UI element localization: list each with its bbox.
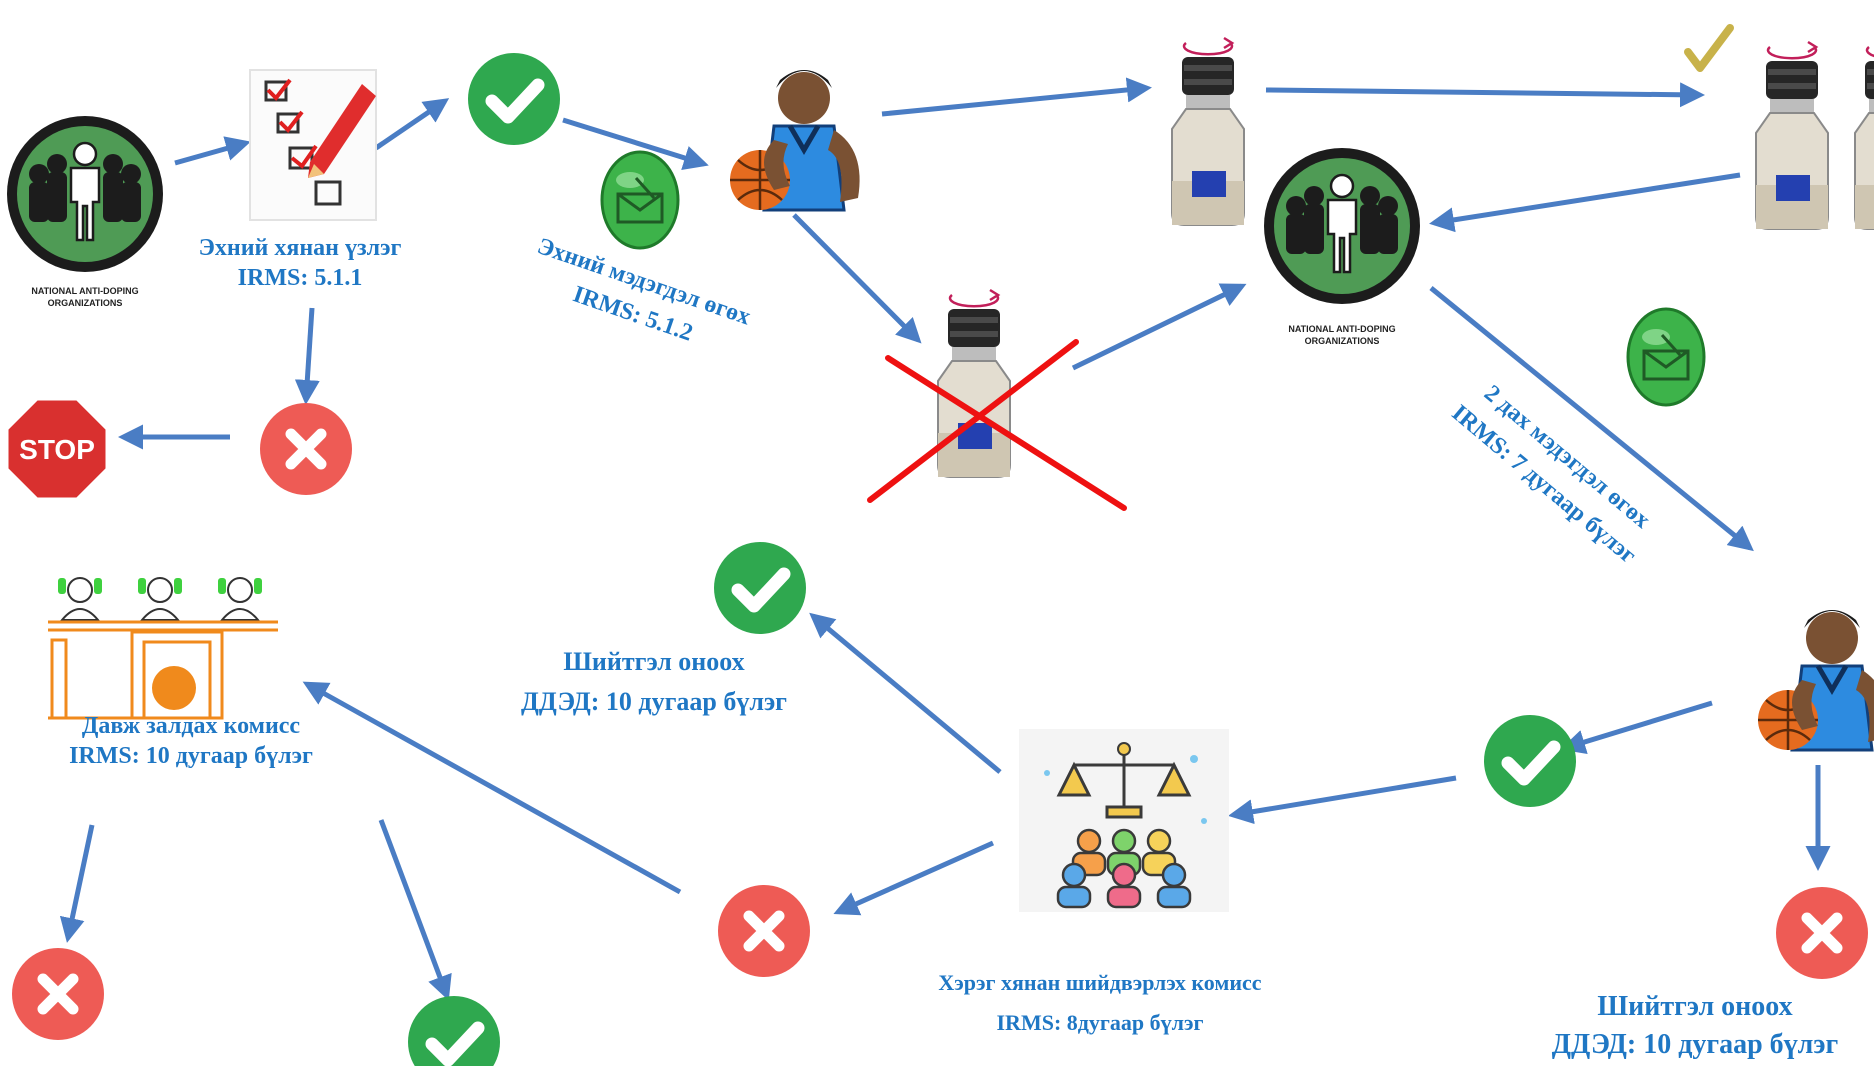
svg-text:NATIONAL ANTI-DOPING: NATIONAL ANTI-DOPING (1288, 324, 1395, 334)
label-appeal: Давж залдах комисс IRMS: 10 дугаар бүлэг (36, 711, 346, 771)
arrow-checklist-to-cross (294, 307, 320, 405)
label-second-notice: 2 дах мэдэгдэл өгөх IRMS: 7 дугаар бүлэг (1447, 380, 1655, 569)
label-hearing: Хэрэг хянан шийдвэрлэх комисс IRMS: 8дуг… (900, 963, 1300, 1043)
checklist-icon (249, 69, 377, 221)
check-icon (468, 53, 560, 145)
arrow-bottle-pair-to-nado (1429, 172, 1741, 233)
label-hearing-code: IRMS: 8дугаар бүлэг (996, 1010, 1204, 1035)
cross-icon (718, 885, 810, 977)
approval-tick-icon (1684, 24, 1734, 72)
check-icon (1484, 715, 1576, 807)
label-hearing-title: Хэрэг хянан шийдвэрлэх комисс (938, 970, 1262, 995)
arrow-checklist-to-check (374, 98, 450, 151)
stop-sign-icon: STOP (5, 397, 109, 501)
arrow-appeal-to-check (378, 819, 452, 1001)
sample-bottle-icon (936, 288, 1012, 479)
arrow-committee-to-check (809, 612, 1002, 774)
nado-logo-icon: NATIONAL ANTI-DOPING ORGANIZATIONS (5, 114, 165, 308)
check-icon (408, 996, 500, 1066)
envelope-icon (600, 150, 680, 250)
athlete-icon (1758, 610, 1874, 750)
cross-icon (1776, 887, 1868, 979)
sample-bottle-icon (1754, 40, 1830, 231)
arrow-nado-to-checklist (174, 136, 251, 166)
sample-bottle-icon (1170, 36, 1246, 227)
arrow-athlete-to-bottle-a (881, 77, 1152, 117)
arrow-nado-to-athlete-right (1429, 286, 1754, 552)
label-sanction-right: Шийтгэл оноох ДДЭД: 10 дугаар бүлэг (1530, 988, 1860, 1064)
svg-text:ORGANIZATIONS: ORGANIZATIONS (48, 298, 123, 308)
label-sanction-right-code: ДДЭД: 10 дугаар бүлэг (1551, 1029, 1839, 1060)
cross-icon (12, 948, 104, 1040)
svg-text:STOP: STOP (19, 434, 95, 465)
check-icon (714, 542, 806, 634)
rejected-x-icon (867, 339, 1127, 511)
arrow-cross-to-appeal (302, 681, 682, 895)
label-sanction-right-title: Шийтгэл оноох (1597, 991, 1793, 1022)
label-initial-review-title: Эхний хянан үзлэг (198, 235, 402, 261)
arrow-check-to-committee (1228, 775, 1457, 825)
svg-text:NATIONAL ANTI-DOPING: NATIONAL ANTI-DOPING (31, 286, 138, 296)
appeal-panel-icon (48, 577, 278, 720)
arrow-athlete-right-to-check (1560, 700, 1713, 755)
arrow-check-to-athlete (562, 117, 709, 170)
scales-committee-icon (1019, 729, 1229, 912)
label-initial-notice: Эхний мэдэгдэл өгөх IRMS: 5.1.2 (534, 233, 754, 346)
sample-bottle-icon (1853, 40, 1874, 231)
athlete-icon (730, 70, 860, 210)
label-appeal-title: Давж залдах комисс (81, 713, 301, 739)
arrow-broken-bottle-to-nado (1071, 283, 1247, 371)
svg-text:ORGANIZATIONS: ORGANIZATIONS (1305, 336, 1380, 346)
label-sanction-mid-title: Шийтгэл оноох (563, 647, 745, 676)
arrow-committee-to-cross (833, 840, 995, 916)
flow-arrows (59, 77, 1831, 1001)
arrow-appeal-to-cross (59, 824, 95, 943)
label-initial-review: Эхний хянан үзлэг IRMS: 5.1.1 (180, 233, 420, 293)
label-sanction-mid: Шийтгэл оноох ДДЭД: 10 дугаар бүлэг (486, 642, 822, 722)
label-appeal-code: IRMS: 10 дугаар бүлэг (69, 743, 313, 769)
envelope-icon (1626, 307, 1706, 407)
arrow-athlete-to-broken-bottle (792, 213, 922, 344)
arrow-bottle-a-to-bottle-pair (1265, 82, 1705, 108)
cross-icon (260, 403, 352, 495)
label-initial-review-code: IRMS: 5.1.1 (237, 265, 363, 291)
nado-logo-icon: NATIONAL ANTI-DOPING ORGANIZATIONS (1262, 146, 1422, 346)
label-sanction-mid-code: ДДЭД: 10 дугаар бүлэг (521, 687, 787, 716)
